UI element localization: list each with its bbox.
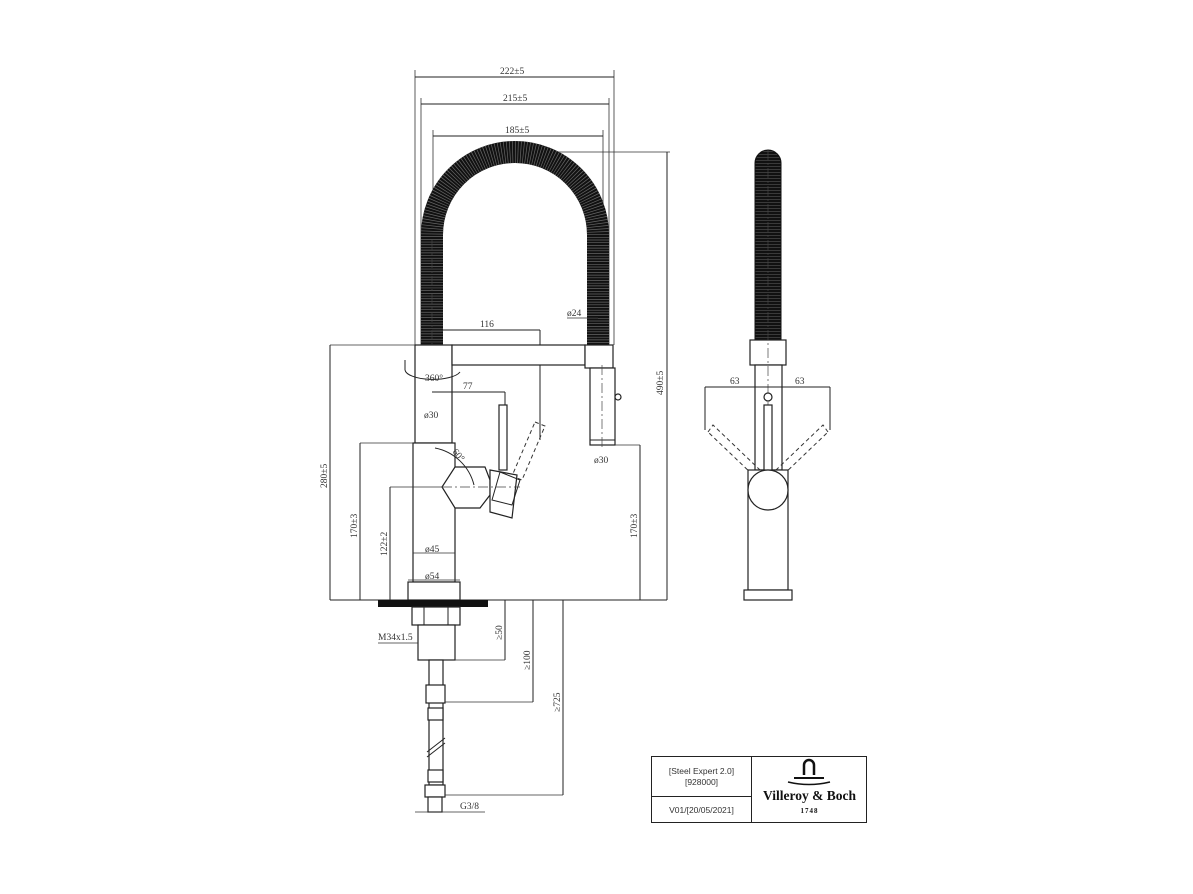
dim-handle-offset: 77 (463, 382, 473, 392)
supply-hose (428, 659, 444, 786)
product-name: [Steel Expert 2.0] (668, 766, 735, 776)
dim-width-total: 222±5 (500, 67, 524, 77)
dim-spout-height: 280±5 (320, 464, 330, 488)
article-number: [928000] (684, 777, 719, 787)
dim-lever-right: 63 (795, 377, 805, 387)
dim-hose-dia: ø24 (567, 309, 582, 319)
title-block: [Steel Expert 2.0] [928000] V01/[20/05/2… (651, 756, 867, 823)
width-dimensions: 222±5 215±5 185±5 (414, 67, 615, 345)
dim-min-100: ≥100 (523, 650, 533, 670)
spray-button-icon (614, 393, 622, 401)
dim-width-inner: 185±5 (505, 126, 529, 136)
dim-body-height-right: 170±3 (630, 514, 640, 538)
dim-lever-left: 63 (730, 377, 740, 387)
dim-rotation: 360° (425, 373, 443, 384)
faucet-body (412, 442, 456, 583)
dim-reach: 116 (480, 320, 494, 330)
threaded-shank (417, 624, 456, 661)
brand-logo: Villeroy & Boch 1748 (752, 757, 867, 823)
upper-tube (414, 344, 453, 444)
dim-min-725: ≥725 (553, 692, 563, 712)
side-view: 63 63 (704, 149, 831, 601)
brand-name: Villeroy & Boch (763, 788, 856, 803)
dim-spray-dia: ø30 (594, 456, 609, 466)
dim-handle-height: 122±2 (380, 532, 390, 556)
dim-min-50: ≥50 (495, 625, 505, 640)
mounting-plate (378, 600, 488, 607)
dim-base-dia: ø54 (425, 572, 440, 582)
brand-year: 1748 (800, 807, 819, 815)
spray-head-collar (584, 344, 614, 369)
dim-tube-dia: ø30 (424, 411, 439, 421)
dim-thread: M34x1.5 (378, 633, 413, 643)
handle-hub (441, 466, 491, 509)
dim-width-mid: 215±5 (503, 94, 527, 104)
dim-body-dia: ø45 (425, 545, 440, 555)
mounting-nut (411, 606, 461, 626)
product-info: [Steel Expert 2.0] [928000] (652, 757, 752, 797)
dim-connection: G3/8 (460, 802, 479, 812)
spray-head (589, 367, 616, 446)
dim-body-height-left: 170±3 (350, 514, 360, 538)
faucet-logo-icon (787, 758, 831, 786)
lever-handle (498, 404, 508, 471)
base-ring (407, 581, 461, 601)
dim-height-total: 490±5 (656, 371, 666, 395)
spout-arm (451, 344, 586, 366)
hose-fitting (424, 784, 446, 798)
version-date: V01/[20/05/2021] (652, 797, 752, 823)
